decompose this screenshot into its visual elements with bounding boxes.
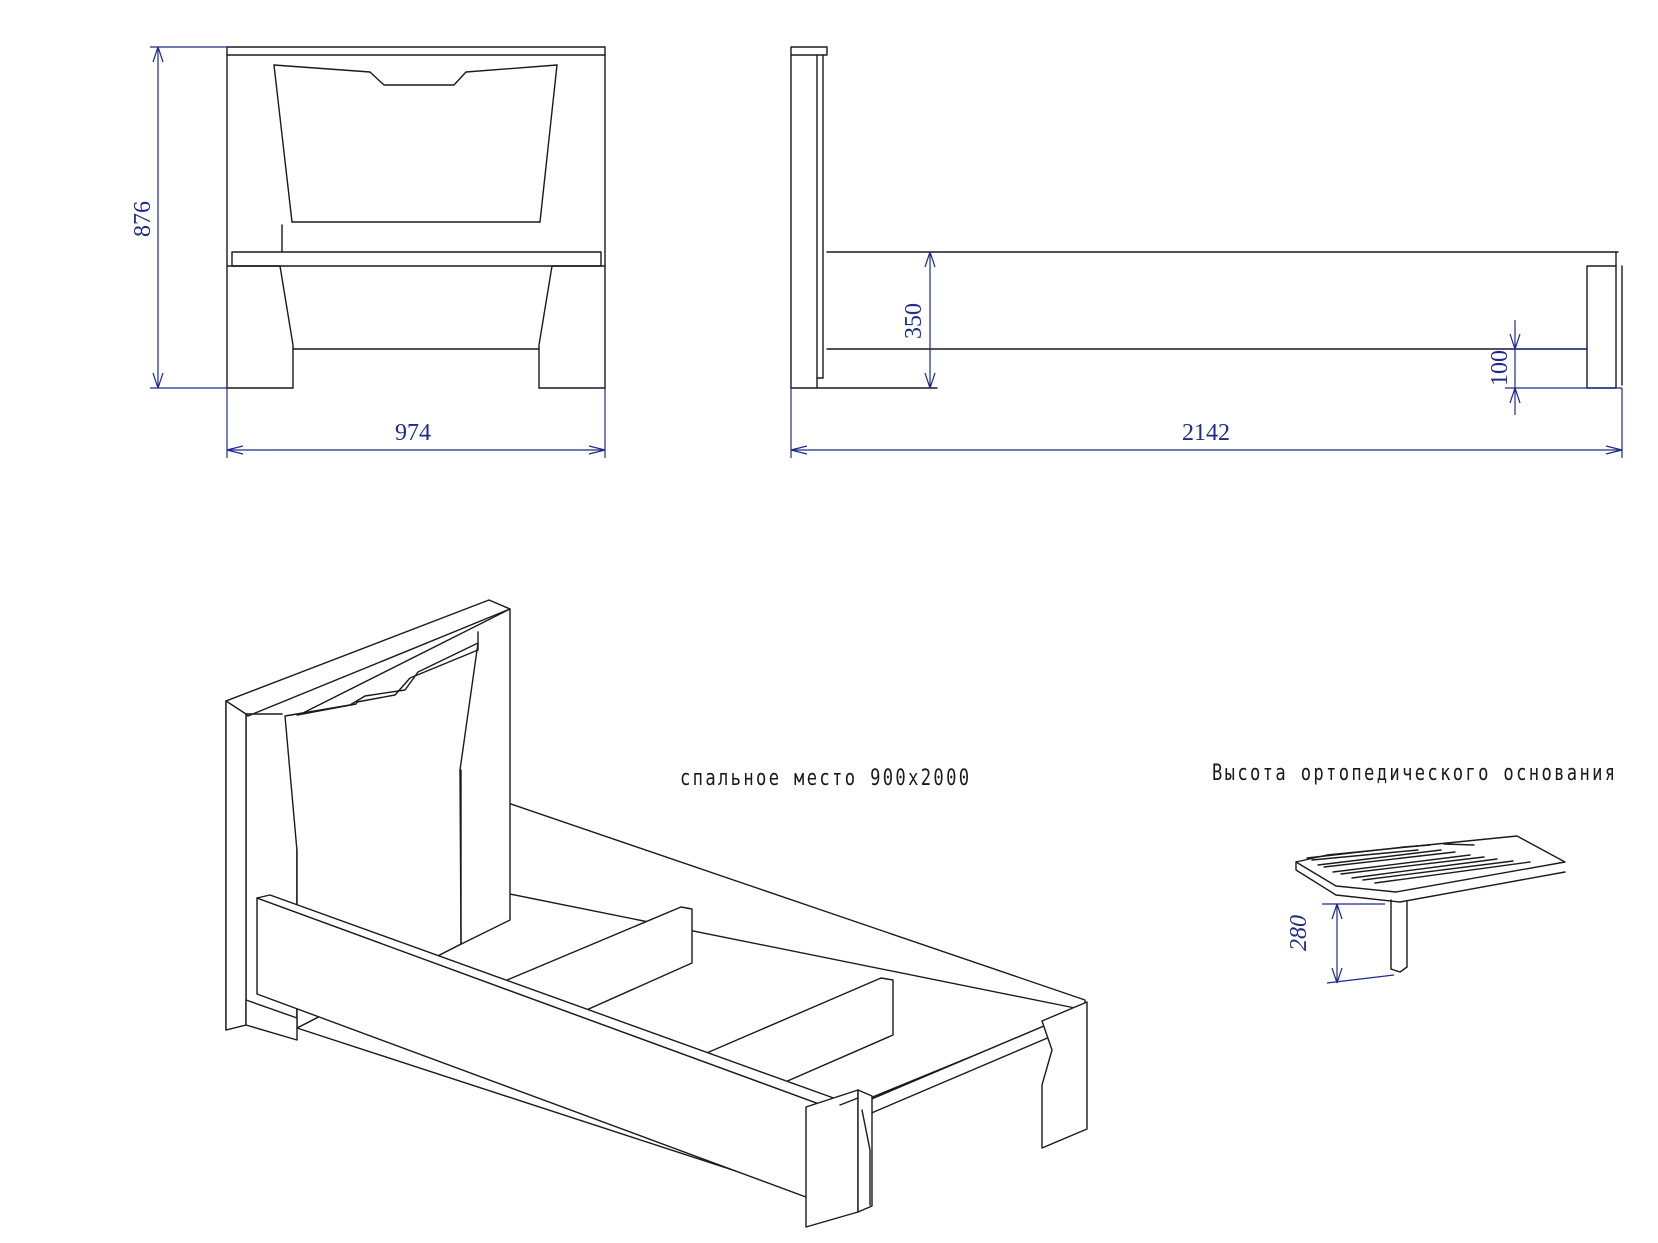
isometric-view	[225, 599, 1088, 1228]
base-height-label: 280	[1286, 915, 1312, 951]
front-view: 876 974	[130, 46, 606, 458]
side-height-label: 350	[901, 303, 927, 339]
side-clearance-label: 100	[1487, 350, 1513, 386]
base-height-caption: Высота ортопедического основания	[1212, 761, 1618, 786]
front-width-label: 974	[395, 420, 431, 446]
sleeping-place-caption: спальное место 900х2000	[680, 766, 972, 791]
orthopedic-base-detail: 280	[1286, 835, 1566, 984]
side-view: 350 100 2142	[790, 46, 1623, 458]
side-length-label: 2142	[1182, 420, 1230, 446]
front-height-label: 876	[130, 201, 156, 237]
